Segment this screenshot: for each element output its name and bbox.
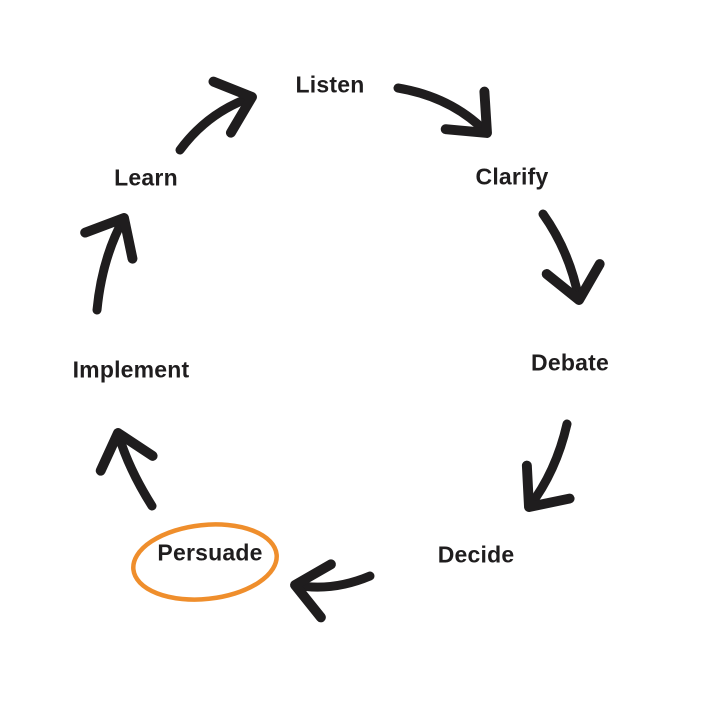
step-label-implement: Implement [72, 356, 190, 383]
arrow-listen-to-clarify-icon [393, 83, 492, 138]
step-label-persuade: Persuade [157, 539, 263, 566]
step-label-listen: Listen [295, 71, 365, 98]
step-label-learn: Learn [114, 164, 178, 191]
arrow-clarify-to-debate-icon [538, 209, 605, 305]
highlight-circle-icon [131, 522, 279, 602]
arrow-debate-to-decide-icon [521, 419, 575, 512]
step-label-clarify: Clarify [475, 163, 549, 190]
arrow-decide-to-persuade-icon [290, 559, 375, 623]
step-label-decide: Decide [437, 541, 515, 568]
step-label-debate: Debate [531, 349, 609, 376]
arrow-persuade-to-implement-icon [95, 428, 158, 511]
arrow-learn-to-listen-icon [175, 76, 257, 155]
arrow-implement-to-learn-icon [80, 213, 138, 315]
